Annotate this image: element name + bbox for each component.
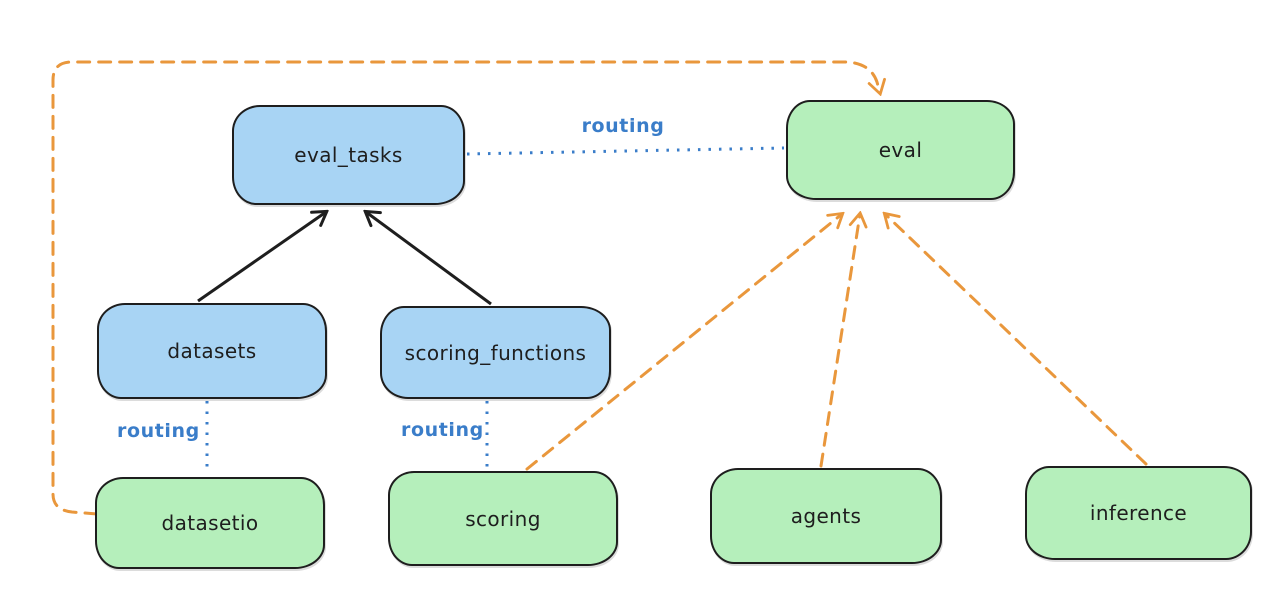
node-label: scoring_functions bbox=[404, 340, 587, 365]
edge-inference-to-eval bbox=[885, 214, 1148, 466]
node-agents: agents bbox=[710, 468, 942, 564]
node-label: datasets bbox=[167, 339, 257, 363]
node-eval-tasks: eval_tasks bbox=[232, 105, 465, 205]
node-label: eval bbox=[878, 138, 923, 162]
node-datasetio: datasetio bbox=[95, 477, 325, 569]
node-scoring: scoring bbox=[388, 471, 618, 566]
edge-label-routing-datasets-datasetio: routing bbox=[117, 420, 200, 442]
node-label: inference bbox=[1089, 501, 1188, 525]
node-label: datasetio bbox=[161, 511, 259, 535]
node-scoring-functions: scoring_functions bbox=[380, 306, 611, 399]
node-label: eval_tasks bbox=[294, 143, 403, 167]
edge-label-routing-scoring-functions-scoring: routing bbox=[401, 419, 484, 441]
edge-label-routing-eval-tasks-eval: routing bbox=[581, 115, 665, 137]
node-eval: eval bbox=[786, 100, 1015, 200]
edge-agents-to-eval bbox=[819, 214, 860, 468]
node-inference: inference bbox=[1025, 466, 1252, 560]
node-label: scoring bbox=[465, 506, 541, 531]
node-label: agents bbox=[790, 504, 862, 528]
edge-scoring-functions-to-eval-tasks bbox=[366, 212, 492, 306]
edge-datasetio-to-eval bbox=[51, 60, 880, 516]
node-datasets: datasets bbox=[97, 303, 327, 399]
edge-eval-tasks-to-eval-routing bbox=[466, 146, 785, 156]
edge-datasets-to-eval-tasks bbox=[197, 212, 326, 303]
